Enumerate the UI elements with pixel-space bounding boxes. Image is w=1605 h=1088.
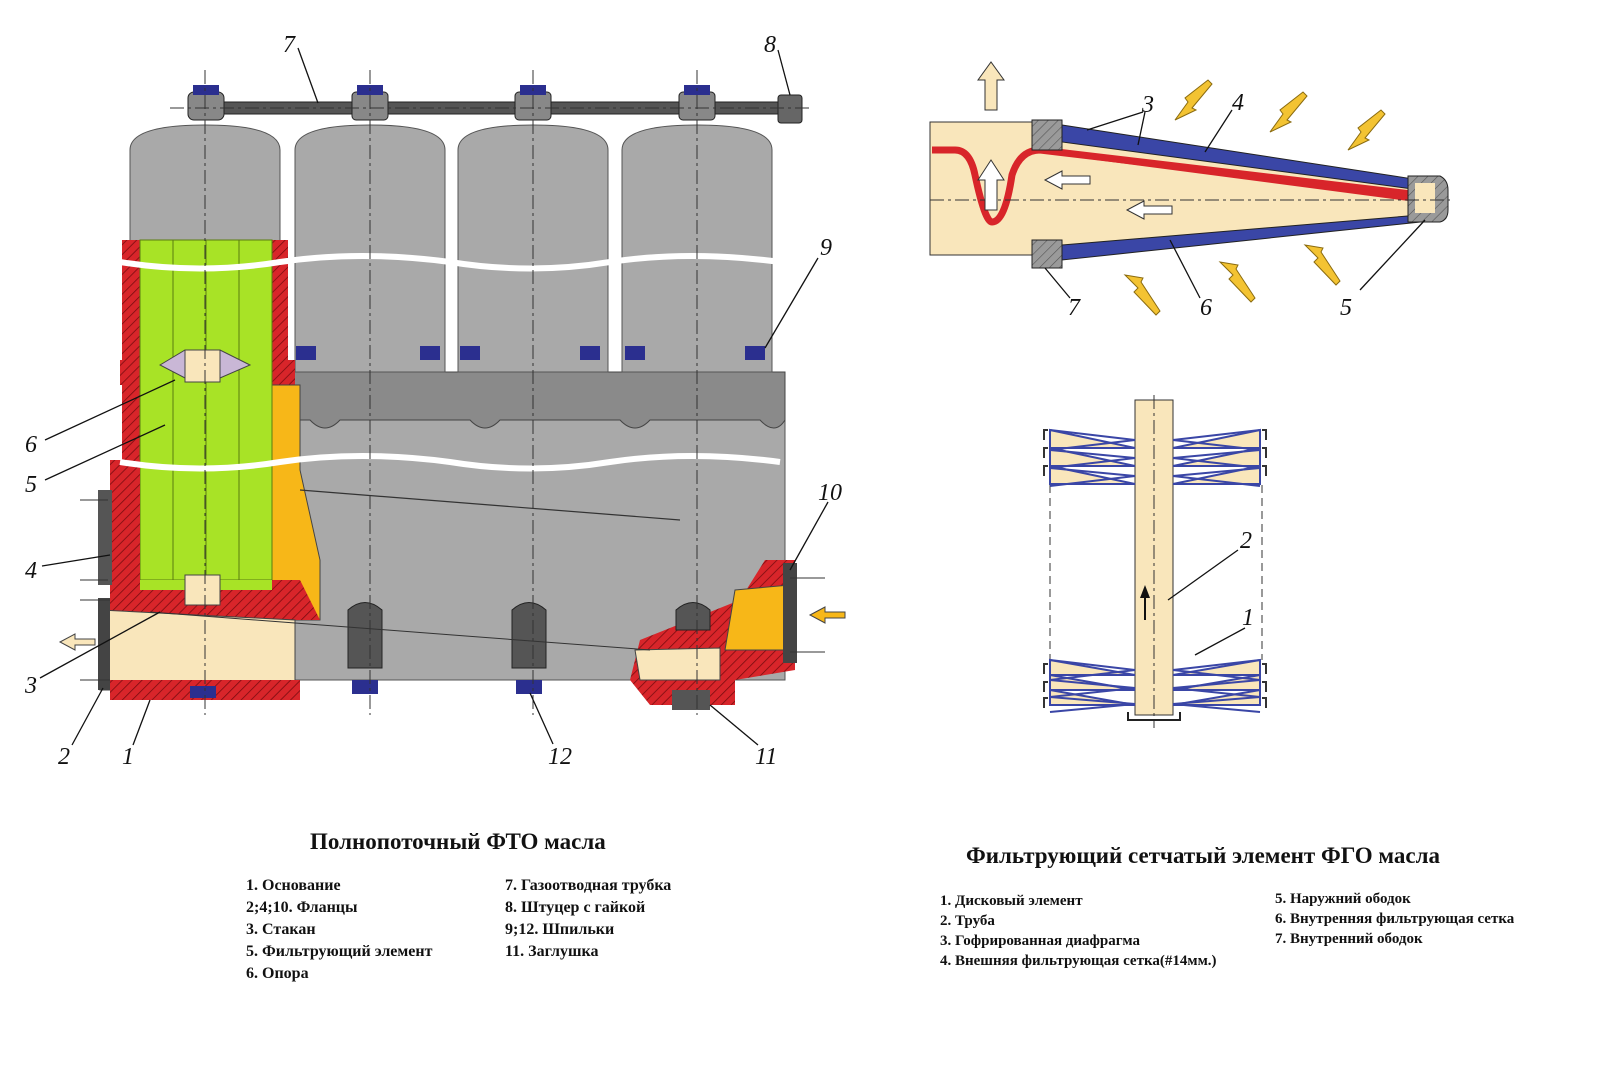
callout-bottom-1: 1: [1242, 605, 1254, 631]
fitting-8: [777, 94, 803, 124]
right-diagram-title: Фильтрующий сетчатый элемент ФГО масла: [966, 843, 1441, 868]
callout-11: 11: [755, 744, 777, 770]
legend-item: 7. Внутренний ободок: [1275, 931, 1423, 947]
legend-item: 6. Опора: [246, 965, 309, 982]
legend-item: 2;4;10. Фланцы: [246, 899, 358, 916]
left-legend-col2: 7. Газоотводная трубка 8. Штуцер с гайко…: [505, 875, 671, 963]
callout-4: 4: [25, 558, 37, 584]
housing-cover: [289, 371, 786, 429]
callout-7: 7: [283, 32, 296, 58]
legend-item: 5. Фильтрующий элемент: [246, 943, 433, 960]
disc-elements-upper: [1049, 428, 1261, 487]
outlet-arrow: [58, 633, 96, 651]
callout-6: 6: [25, 432, 37, 458]
callout-2: 2: [58, 744, 70, 770]
callout-bottom-2: 2: [1240, 528, 1252, 554]
legend-item: 3. Гофрированная диафрагма: [940, 933, 1140, 949]
legend-item: 2. Труба: [940, 913, 995, 929]
inlet-arrow: [808, 606, 846, 624]
callout-12: 12: [548, 744, 572, 770]
studs-12: [190, 602, 711, 698]
legend-item: 5. Наружний ободок: [1275, 891, 1411, 907]
legend-item: 9;12. Шпильки: [505, 921, 615, 938]
inner-rim-bottom: [1031, 239, 1063, 269]
callout-top-5: 5: [1340, 295, 1352, 321]
plug-11: [672, 690, 710, 710]
callout-top-6: 6: [1200, 295, 1212, 321]
legend-item: 8. Штуцер с гайкой: [505, 899, 646, 916]
callout-5: 5: [25, 472, 37, 498]
mesh-element-assembly-drawing: 2 1: [1043, 395, 1267, 728]
inner-rim-top: [1031, 119, 1063, 151]
mesh-disc-section-drawing: 3 4 5 6 7: [929, 61, 1450, 321]
legend-item: 4. Внешняя фильтрующая сетка(#14мм.): [940, 953, 1217, 969]
right-legend-col1: 1. Дисковый элемент 2. Труба 3. Гофриров…: [940, 891, 1217, 971]
flange-10: [783, 563, 797, 663]
legend-item: 3. Стакан: [246, 921, 316, 938]
callout-8: 8: [764, 32, 776, 58]
corrugated-diaphragm: [932, 146, 1421, 226]
callout-1: 1: [122, 744, 134, 770]
left-diagram-title: Полнопоточный ФТО масла: [310, 829, 606, 854]
callout-top-7: 7: [1068, 295, 1081, 321]
flange-4: [98, 490, 112, 585]
right-legend-col2: 5. Наружний ободок 6. Внутренняя фильтру…: [1275, 889, 1514, 949]
legend-item: 6. Внутренняя фильтрующая сетка: [1275, 911, 1515, 927]
callout-top-3: 3: [1141, 92, 1154, 118]
cup-wall-left: [122, 240, 140, 470]
right-oil-inlet: [724, 584, 791, 651]
outlet-flange: [98, 598, 110, 690]
callout-top-4: 4: [1232, 90, 1244, 116]
callout-3: 3: [24, 673, 37, 699]
left-legend-col1: 1. Основание 2;4;10. Фланцы 3. Стакан 5.…: [246, 875, 432, 985]
studs-9: [296, 346, 765, 360]
legend-item: 11. Заглушка: [505, 943, 599, 960]
callout-9: 9: [820, 235, 832, 261]
callout-10: 10: [818, 480, 842, 506]
disc-elements-lower: [1049, 658, 1261, 713]
legend-item: 7. Газоотводная трубка: [505, 877, 672, 894]
legend-item: 1. Дисковый элемент: [940, 893, 1083, 909]
full-flow-oil-filter-drawing: 7 8 9 6 5 4 3 2 1 12 11 10: [24, 32, 846, 770]
legend-item: 1. Основание: [246, 877, 341, 894]
base-channel: [99, 609, 296, 691]
